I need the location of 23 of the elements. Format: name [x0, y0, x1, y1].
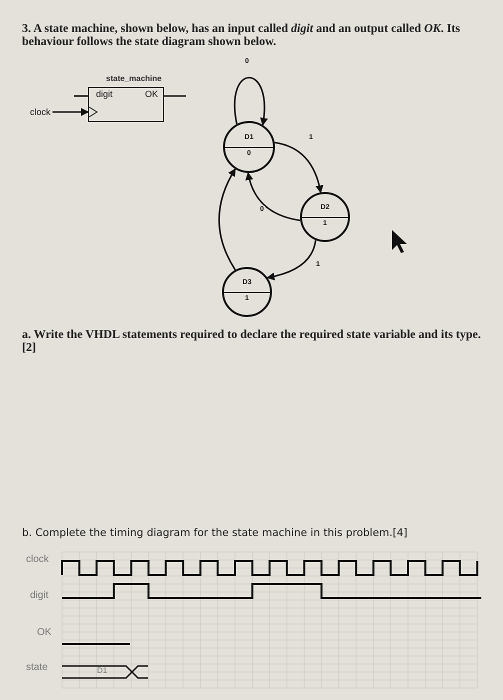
question-text: a. Write the VHDL statements required to declare the required state variable and its type. [2]	[22, 328, 482, 354]
arrow	[234, 76, 268, 126]
signal-label: OK	[37, 627, 52, 638]
line	[74, 95, 88, 97]
state-circle	[223, 121, 275, 173]
port-label: OK	[144, 89, 158, 99]
block-name: state_machine	[106, 74, 162, 83]
arrow	[52, 108, 89, 116]
arrow	[246, 172, 300, 222]
signal-label: state	[26, 662, 48, 673]
question-text: b. Complete the timing diagram for the state machine in this problem.[4]	[22, 527, 408, 540]
arrow	[266, 240, 316, 280]
port-label: digit	[96, 89, 113, 99]
arrow	[218, 168, 236, 270]
question-text: 3. A state machine, shown below, has an input called digit and an output called OK. Its behaviour follows the state diagram shown below.	[22, 22, 462, 48]
line	[164, 95, 186, 97]
signal-label: clock	[26, 554, 49, 565]
arrow	[274, 142, 324, 194]
signal-label: digit	[30, 590, 48, 601]
signal-label: clock	[30, 107, 51, 117]
state-circle	[222, 267, 272, 317]
bus-value: D1	[97, 666, 108, 675]
state-circle	[300, 192, 350, 242]
